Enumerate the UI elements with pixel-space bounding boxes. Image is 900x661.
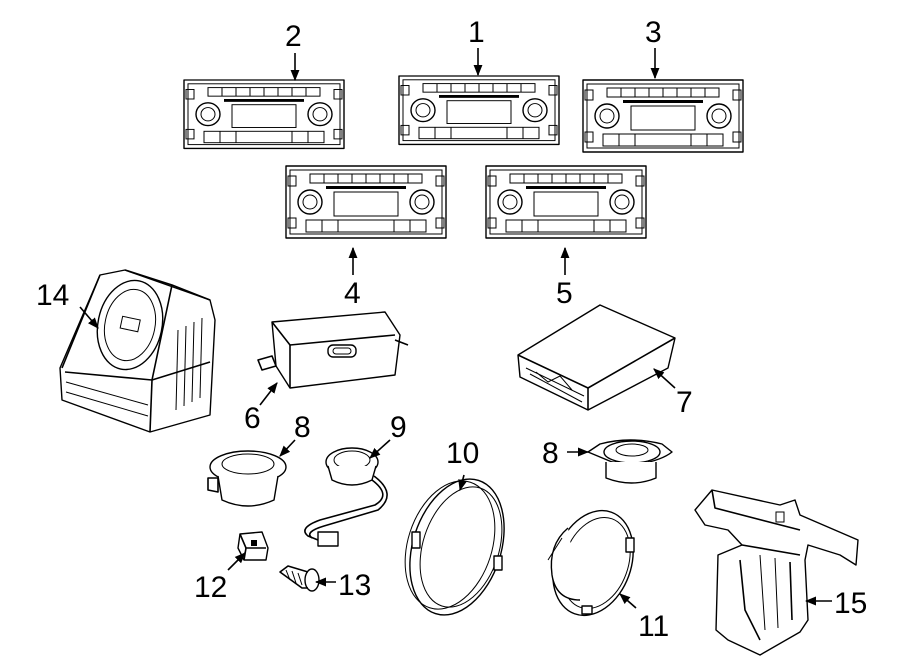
tweeter-8-right bbox=[587, 439, 673, 484]
callout-2: 2 bbox=[285, 20, 302, 53]
callout-8-right: 8 bbox=[542, 437, 559, 470]
callout-14: 14 bbox=[36, 279, 69, 312]
callout-8-left: 8 bbox=[294, 411, 311, 444]
bracket-15 bbox=[694, 489, 859, 656]
amplifier-7 bbox=[517, 304, 676, 411]
radio-unit-2 bbox=[183, 79, 345, 150]
callout-9: 9 bbox=[390, 411, 407, 444]
screw-13 bbox=[279, 565, 320, 592]
radio-unit-4 bbox=[285, 165, 447, 239]
tweeter-8-left bbox=[207, 450, 287, 507]
callout-6: 6 bbox=[244, 402, 261, 435]
callout-11: 11 bbox=[638, 610, 669, 643]
callout-13: 13 bbox=[338, 569, 371, 602]
callout-7: 7 bbox=[676, 386, 693, 419]
callout-15: 15 bbox=[834, 587, 867, 620]
speaker-11 bbox=[547, 509, 635, 617]
radio-unit-5 bbox=[485, 165, 647, 239]
callout-1: 1 bbox=[468, 16, 485, 49]
callout-12: 12 bbox=[194, 571, 227, 604]
callout-10: 10 bbox=[446, 437, 479, 470]
callout-4: 4 bbox=[344, 277, 361, 310]
amplifier-6 bbox=[257, 311, 409, 389]
callout-labels: 1 2 3 4 5 6 7 8 8 9 10 11 12 13 14 15 bbox=[36, 16, 867, 643]
leader-lines bbox=[79, 48, 832, 609]
radio-unit-1 bbox=[398, 75, 560, 146]
subwoofer-enclosure bbox=[59, 269, 216, 433]
speaker-10 bbox=[404, 478, 505, 616]
callout-5: 5 bbox=[556, 277, 573, 310]
callout-3: 3 bbox=[645, 16, 662, 49]
radio-unit-3 bbox=[582, 79, 744, 153]
speaker-9 bbox=[304, 447, 388, 547]
